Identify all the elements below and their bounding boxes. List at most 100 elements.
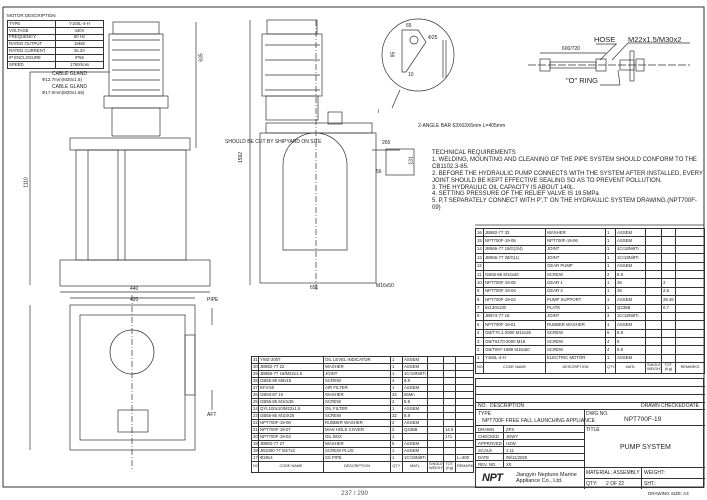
parts-cell [455, 370, 474, 378]
tech-req-4: 4. SETTING PRESSURE OF THE RELIEF VALVE … [432, 191, 599, 198]
title-block-label: DRAWN [478, 426, 495, 432]
parts-cell: 34 [390, 391, 403, 399]
parts-cell: 1Cr18Ni9Ti [615, 253, 646, 263]
parts-cell: NPT700F-19-02 [483, 295, 546, 305]
motor-spec-value: 26.3A [55, 47, 104, 55]
company-name: Jiangyin Neptune Marine Appliance Co., L… [516, 472, 577, 484]
parts-cell: 15 [475, 236, 484, 246]
sheet-label: SHT.: [644, 481, 657, 487]
parts-cell: L=400 [455, 454, 474, 462]
type-label: TYPE [478, 411, 492, 417]
parts-header-cell: CODE NAME [483, 362, 546, 375]
parts-cell [645, 278, 662, 288]
parts-cell [661, 320, 676, 330]
parts-cell: ASSEM [402, 447, 428, 455]
dwg-no-label: DWG NO. [586, 411, 609, 417]
dim-131: 131 [408, 156, 415, 165]
parts-cell: 1 [605, 353, 616, 364]
parts-cell [427, 440, 444, 448]
motor-front-view [29, 21, 211, 293]
parts-cell: JOINT [545, 253, 606, 263]
parts-cell: 30 [251, 363, 259, 371]
dim-420: 420 [130, 297, 139, 303]
dim-440: 440 [130, 286, 139, 292]
parts-cell [443, 377, 456, 385]
parts-cell: WASHER [323, 391, 391, 399]
motor-description-title: MOTOR DESCRIPTION [7, 13, 56, 18]
parts-cell: JB982-77 33 [483, 227, 546, 238]
parts-cell: 14.5 [443, 426, 456, 434]
detail-dim-95: 95 [390, 51, 397, 58]
parts-cell: 4 [475, 328, 484, 339]
rev-no-header: NO. [478, 403, 487, 409]
parts-cell [645, 337, 662, 347]
parts-cell: PUMP SUPPORT [545, 295, 606, 305]
motor-spec-value: 1760r/min [55, 60, 104, 69]
parts-cell: 10 [475, 278, 484, 288]
weight-label: WEIGHT: [644, 470, 665, 476]
plan-view [29, 295, 213, 470]
parts-cell [675, 236, 705, 246]
parts-cell [455, 412, 474, 420]
parts-cell [645, 227, 662, 238]
parts-cell: ASSEM [615, 320, 646, 330]
parts-cell [675, 295, 705, 305]
title-block-value: 1:11 [506, 447, 515, 453]
rev-description-header: DESCRIPTION [490, 403, 525, 409]
motor-spec-value: 60 Hz [55, 33, 104, 42]
parts-cell: JB966-77 18/M22x1.5 [258, 370, 324, 378]
parts-cell: 8.8 [402, 377, 428, 385]
parts-cell: 1 [390, 454, 403, 462]
parts-cell: 2 [390, 398, 403, 406]
parts-cell: SCREW [323, 398, 391, 406]
title-block-value: HZW [506, 440, 516, 446]
motor-spec-label: SPEED [7, 60, 56, 69]
parts-cell [645, 311, 662, 322]
parts-cell: RUBBER WASHER [323, 419, 391, 427]
parts-cell [443, 370, 456, 378]
parts-cell: 3 [475, 337, 484, 347]
parts-cell: 1 [605, 278, 616, 288]
parts-cell: SCREW [545, 328, 606, 339]
title-block-row: REV. NO.X0 [476, 461, 584, 468]
parts-cell: NPT700F-19-01 [483, 320, 546, 330]
parts-cell: 2 [390, 419, 403, 427]
parts-cell [427, 405, 444, 413]
parts-cell: 31 [251, 356, 259, 364]
parts-cell: 171 [443, 433, 456, 441]
pipe-label: PIPE [207, 297, 219, 303]
parts-cell: SS PIPE [323, 454, 391, 462]
parts-cell: 1 [605, 286, 616, 297]
parts-cell: JB974-77 18 [483, 311, 546, 322]
parts-cell: GB/T6170-2000 M18 [483, 337, 546, 347]
parts-cell [427, 391, 444, 399]
hose-thread-label: M22x1.5/M30x2 [628, 35, 682, 44]
parts-cell: NPT700F-19-06 [545, 236, 606, 246]
parts-cell: 45 [615, 286, 646, 297]
parts-cell: JOINT [545, 244, 606, 255]
parts-cell [455, 405, 474, 413]
page-indicator: 237 / 290 [341, 490, 369, 497]
parts-cell: 6 [475, 311, 484, 322]
parts-cell [455, 356, 474, 364]
parts-cell [427, 377, 444, 385]
dim-56: 56 [376, 169, 382, 175]
parts-cell: ASSEM [615, 353, 646, 364]
parts-cell: EF4-50 [258, 384, 324, 392]
company-logo: NPT [482, 472, 503, 484]
parts-cell [675, 303, 705, 313]
dim-1110: 1110 [23, 177, 30, 188]
parts-cell [455, 363, 474, 371]
parts-cell: ASSEM [615, 261, 646, 271]
parts-cell: ASSEM [402, 419, 428, 427]
